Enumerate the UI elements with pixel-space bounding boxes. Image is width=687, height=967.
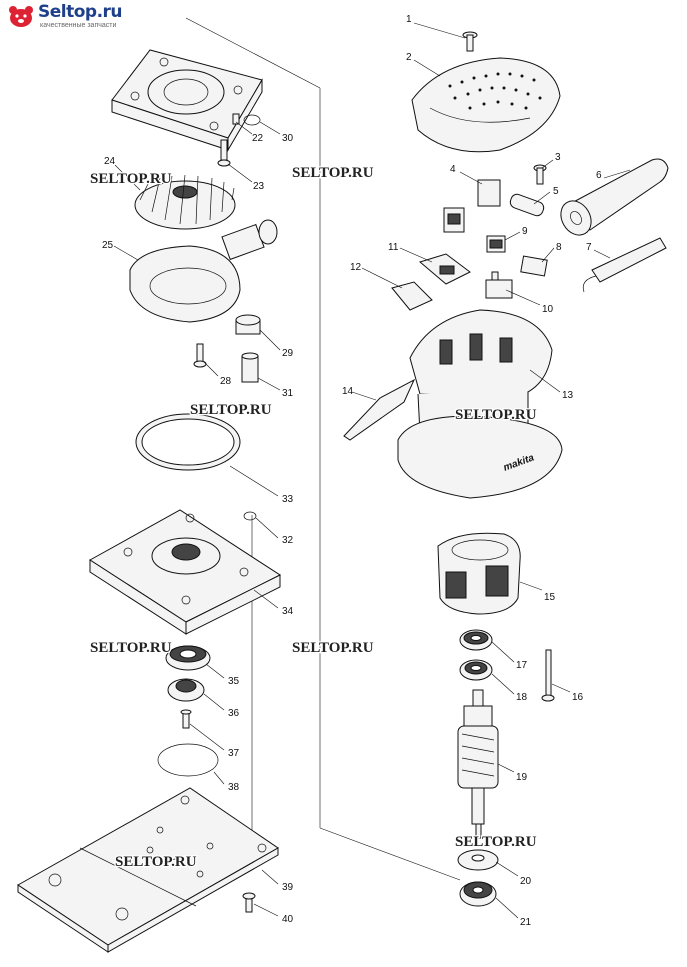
- label-31: 31: [282, 388, 294, 399]
- part-23: [217, 139, 231, 167]
- part-31: [241, 352, 259, 383]
- part-number-labels: 1 2 3 4 5 6 7 8 9 10 11 12 13 14 15 16 1…: [102, 14, 602, 928]
- label-16: 16: [572, 692, 584, 703]
- label-30: 30: [282, 133, 294, 144]
- bear-logo-icon: [9, 6, 33, 27]
- label-15: 15: [544, 592, 556, 603]
- part-32: [243, 511, 257, 521]
- label-36: 36: [228, 708, 240, 719]
- part-40: [242, 892, 256, 913]
- label-14: 14: [342, 386, 354, 397]
- part-35-bearing: [165, 645, 211, 671]
- part-30: [243, 114, 261, 126]
- watermark-text: SELTOP.RU: [292, 165, 374, 181]
- label-9: 9: [522, 226, 528, 237]
- label-34: 34: [282, 606, 294, 617]
- part-17: [459, 629, 493, 651]
- watermark-text: SELTOP.RU: [90, 171, 172, 187]
- part-8: [520, 255, 548, 277]
- part-7-cord: [582, 237, 667, 293]
- part-38-oring: [157, 743, 219, 777]
- part-22: [232, 113, 240, 125]
- top-bearing-plate: [111, 49, 263, 152]
- part-2-cover: [411, 57, 561, 153]
- part-12: [391, 281, 433, 311]
- label-39: 39: [282, 882, 294, 893]
- part-4-brush: [443, 179, 501, 233]
- label-38: 38: [228, 782, 240, 793]
- label-3: 3: [555, 152, 561, 163]
- brand-name: Seltop.ru: [38, 2, 123, 22]
- part-39-pad: [17, 787, 279, 953]
- brand-tagline: качественные запчасти: [40, 22, 117, 29]
- label-18: 18: [516, 692, 528, 703]
- part-15-stator: [437, 532, 521, 615]
- label-19: 19: [516, 772, 528, 783]
- part-24-fan: [134, 174, 236, 230]
- label-40: 40: [282, 914, 294, 925]
- part-18: [459, 659, 493, 681]
- watermark-text: SELTOP.RU: [190, 402, 272, 418]
- label-1: 1: [406, 14, 412, 25]
- part-9: [486, 235, 506, 253]
- brand-header[interactable]: Seltop.ru качественные запчасти: [6, 2, 156, 32]
- label-24: 24: [104, 156, 116, 167]
- part-11: [418, 253, 471, 285]
- part-33-ring: [135, 413, 241, 471]
- label-12: 12: [350, 262, 362, 273]
- watermark-text: SELTOP.RU: [115, 854, 197, 870]
- label-17: 17: [516, 660, 528, 671]
- part-25-fan-housing: [129, 219, 278, 323]
- label-4: 4: [450, 164, 456, 175]
- part-28: [193, 343, 207, 368]
- watermark-text: SELTOP.RU: [455, 834, 537, 850]
- watermarks: SELTOP.RU SELTOP.RU SELTOP.RU SELTOP.RU …: [89, 164, 538, 872]
- part-21: [459, 881, 497, 907]
- label-32: 32: [282, 535, 294, 546]
- part-36: [167, 678, 205, 702]
- label-2: 2: [406, 52, 412, 63]
- label-6: 6: [596, 170, 602, 181]
- assembly-axis-lines: [185, 17, 461, 881]
- part-16: [541, 649, 555, 702]
- label-22: 22: [252, 133, 264, 144]
- label-23: 23: [253, 181, 265, 192]
- part-5: [509, 193, 545, 217]
- part-20: [457, 849, 499, 871]
- label-20: 20: [520, 876, 532, 887]
- part-1: [462, 31, 478, 52]
- part-6-handle: [560, 158, 669, 236]
- part-37: [180, 709, 192, 729]
- part-13-housing: makita: [397, 309, 563, 499]
- label-8: 8: [556, 242, 562, 253]
- label-21: 21: [520, 917, 532, 928]
- label-10: 10: [542, 304, 554, 315]
- label-33: 33: [282, 494, 294, 505]
- watermark-text: SELTOP.RU: [455, 407, 537, 423]
- part-19-armature: [457, 689, 499, 839]
- label-29: 29: [282, 348, 294, 359]
- part-3: [533, 164, 547, 185]
- label-7: 7: [586, 242, 592, 253]
- leader-lines: [113, 22, 631, 919]
- label-5: 5: [553, 186, 559, 197]
- part-29: [235, 314, 261, 335]
- watermark-text: SELTOP.RU: [292, 640, 374, 656]
- label-37: 37: [228, 748, 240, 759]
- label-11: 11: [388, 242, 399, 253]
- watermark-text: SELTOP.RU: [90, 640, 172, 656]
- part-10: [485, 271, 513, 299]
- label-35: 35: [228, 676, 240, 687]
- label-25: 25: [102, 240, 114, 251]
- label-13: 13: [562, 390, 574, 401]
- part-14: [343, 378, 416, 441]
- part-34-base: [89, 509, 282, 635]
- label-28: 28: [220, 376, 232, 387]
